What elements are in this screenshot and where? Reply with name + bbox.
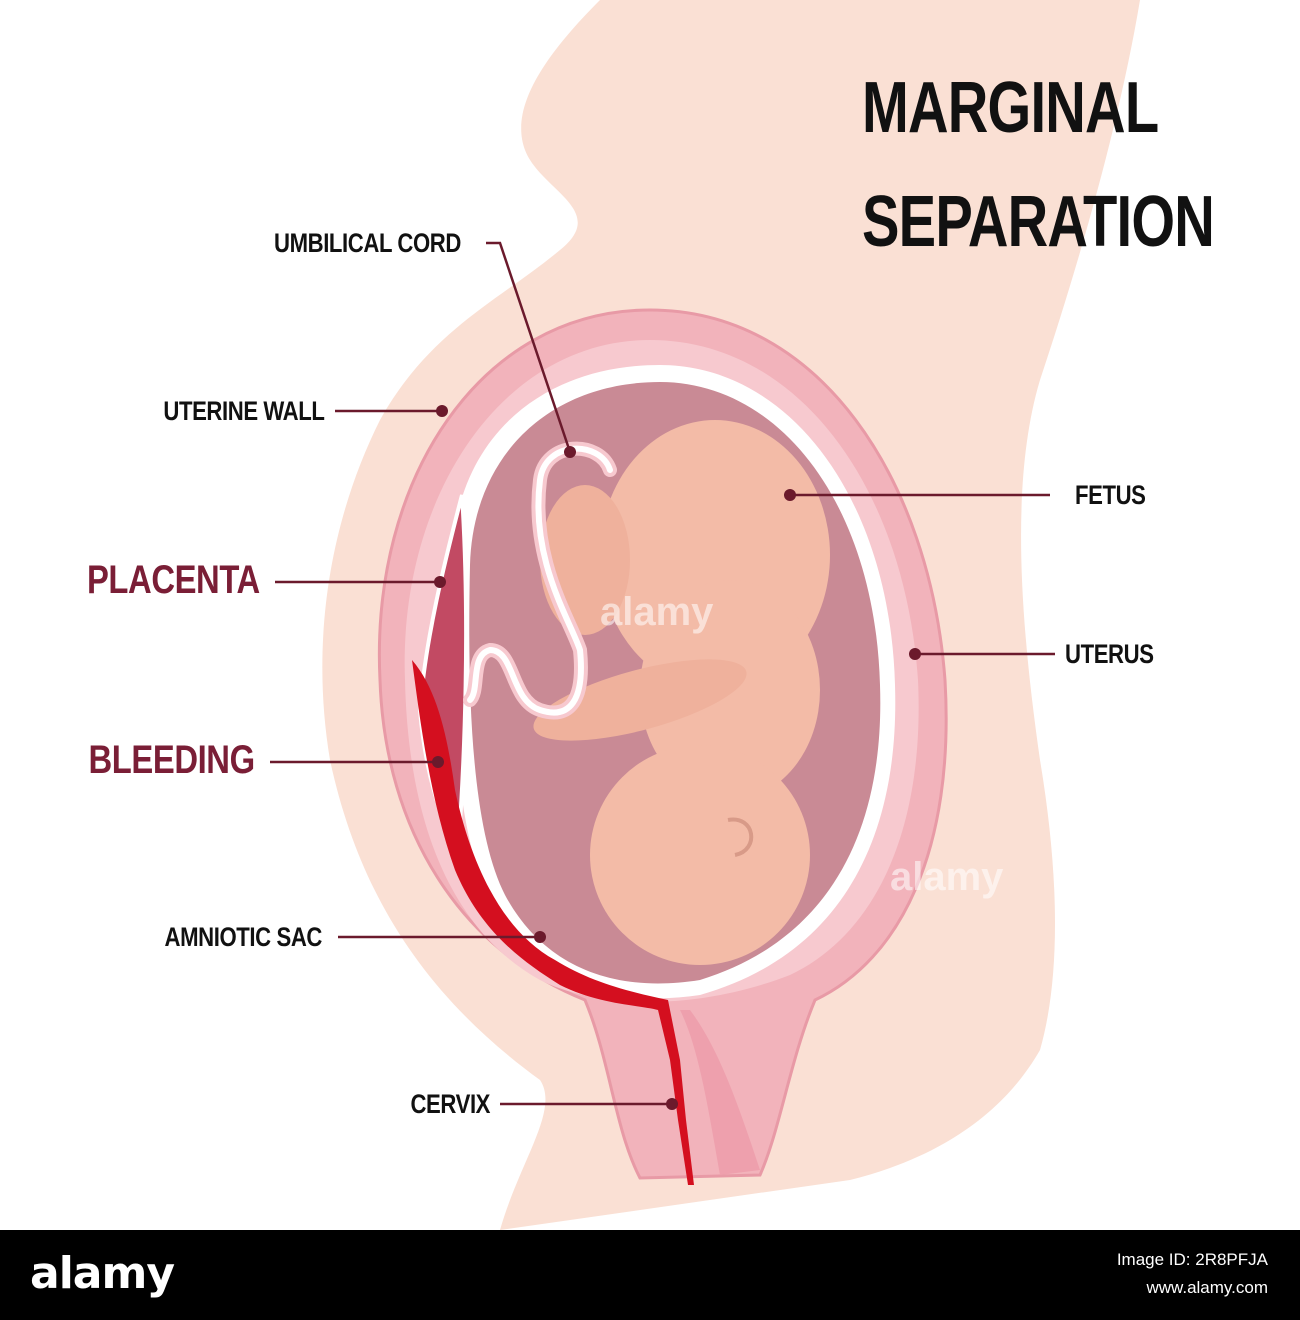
footer-bar: alamy Image ID: 2R8PFJA www.alamy.com	[0, 1230, 1300, 1320]
cervix-shape	[680, 1010, 760, 1175]
diagram-illustration	[270, 0, 1140, 1230]
fetus-head	[590, 745, 810, 965]
label-placenta: PLACENTA	[87, 558, 260, 602]
label-bleeding: BLEEDING	[88, 738, 256, 782]
page-title-line2: SEPARATION	[862, 182, 1215, 262]
label-fetus: FETUS	[1075, 480, 1146, 510]
alamy-logo: alamy	[30, 1248, 175, 1299]
fetus-arm	[533, 659, 747, 741]
label-uterine-wall: UTERINE WALL	[162, 396, 325, 426]
site-url: www.alamy.com	[1146, 1278, 1268, 1297]
watermark: alamy	[600, 590, 714, 634]
watermark: alamy	[890, 855, 1004, 899]
label-umbilical-cord: UMBILICAL CORD	[274, 228, 461, 258]
footer-info: Image ID: 2R8PFJA www.alamy.com	[1117, 1246, 1268, 1302]
label-amniotic-sac: AMNIOTIC SAC	[164, 922, 323, 952]
fetus-ear	[727, 817, 754, 857]
leader-umbilical-cord	[486, 241, 572, 453]
page-title-line1: MARGINAL	[862, 68, 1159, 148]
label-uterus: UTERUS	[1065, 639, 1154, 669]
image-id: Image ID: 2R8PFJA	[1116, 1250, 1268, 1269]
label-cervix: CERVIX	[410, 1089, 490, 1119]
